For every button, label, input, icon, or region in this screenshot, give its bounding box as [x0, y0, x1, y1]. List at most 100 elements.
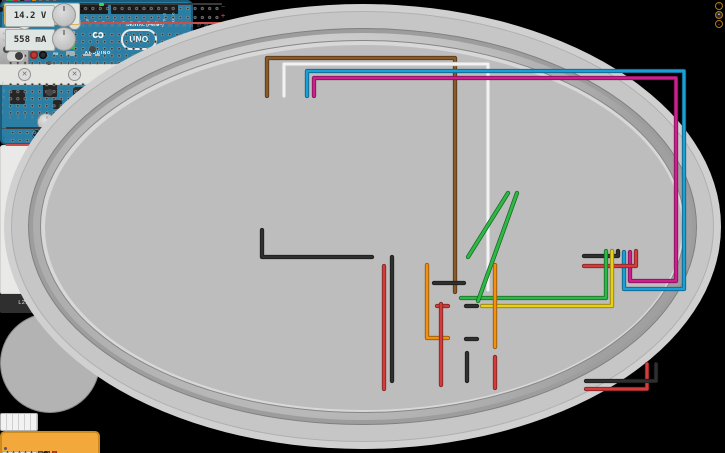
- wire-arduino-gnd-black-outline: [259, 227, 375, 260]
- chip-pin[interactable]: [38, 0, 43, 2]
- bb-col-number: 1: [9, 116, 12, 120]
- wire-orange-supply-1[interactable]: [425, 263, 450, 340]
- rail-minus-sign: −: [1, 126, 6, 133]
- wire-motor-yellow[interactable]: [480, 249, 614, 308]
- wire-motor-black[interactable]: [582, 249, 620, 258]
- mode-select-button[interactable]: •: [715, 11, 723, 19]
- bb-col-number: 13: [95, 24, 100, 28]
- chip-pin[interactable]: [51, 0, 57, 2]
- motor-connector[interactable]: [0, 0, 38, 453]
- wire-motor-green[interactable]: [459, 249, 608, 300]
- bb-row-letter: j: [1, 110, 3, 114]
- connector-pin[interactable]: [26, 451, 31, 453]
- chip-pin[interactable]: [17, 0, 23, 2]
- rail-plus-sign: +: [1, 135, 6, 142]
- rail-minus-sign: −: [2, 4, 6, 11]
- screw-icon: ✕: [18, 68, 31, 81]
- motor-mount-dot: [88, 45, 96, 53]
- rail-plus-sign: +: [221, 13, 226, 20]
- voltage-knob[interactable]: [52, 3, 76, 27]
- wire-motor-red[interactable]: [582, 249, 638, 268]
- bb-row-letter: d: [2, 53, 5, 57]
- wire-psu-negative-black[interactable]: [584, 362, 658, 383]
- bb-row-letter: a: [2, 32, 5, 36]
- wire-arduino-magenta[interactable]: [312, 76, 678, 283]
- rail-positive-top[interactable]: [9, 13, 219, 21]
- hub-screw: [47, 61, 51, 65]
- bb-col-number: 21: [153, 24, 158, 28]
- motor-wire-stub: [25, 0, 30, 1]
- chip-pin[interactable]: [3, 0, 9, 2]
- chip-pin[interactable]: [31, 0, 37, 2]
- toggle-knob: [15, 52, 23, 60]
- connector-pin[interactable]: [20, 451, 25, 453]
- bb-col-number: 22: [160, 24, 165, 28]
- chip-pin[interactable]: [10, 0, 16, 2]
- chip-notch: [0, 7, 3, 12]
- rail-minus-sign: −: [221, 4, 226, 11]
- bb-col-number: 18: [131, 24, 136, 28]
- probe-negative-terminal[interactable]: [43, 451, 48, 453]
- bb-col-number: 14: [102, 24, 107, 28]
- bb-col-number: 12: [88, 24, 93, 28]
- connector-pin[interactable]: [14, 451, 19, 453]
- power-toggle[interactable]: [6, 51, 25, 62]
- wire-arduino-cyan[interactable]: [305, 69, 686, 291]
- rail-line-positive: [6, 21, 222, 24]
- bb-col-number: 26: [189, 24, 194, 28]
- bb-col-number: 23: [167, 24, 172, 28]
- current-knob[interactable]: [52, 27, 76, 51]
- panel-marking: [83, 54, 91, 56]
- bb-col-number: 24: [174, 24, 179, 28]
- power-led: [99, 3, 104, 6]
- wire-arduino-gnd-black[interactable]: [260, 228, 374, 259]
- motor-wire-stub: [31, 0, 36, 1]
- chip-pin[interactable]: [38, 451, 43, 453]
- bb-col-number: 25: [182, 24, 187, 28]
- bb-col-number: 17: [124, 24, 129, 28]
- wire-meter-probe-neg[interactable]: [466, 191, 510, 259]
- rail-negative-top[interactable]: [9, 4, 219, 12]
- bb-row-letter: i: [1, 103, 3, 107]
- positive-terminal[interactable]: [30, 51, 38, 59]
- rail-line-negative: [6, 2, 222, 5]
- chip-pin[interactable]: [24, 0, 30, 2]
- bb-col-number: 6: [45, 116, 48, 120]
- motor-wire-stub: [1, 0, 6, 1]
- bb-col-number: 4: [31, 116, 34, 120]
- bb-row-letter: g: [2, 89, 5, 93]
- connector-pin[interactable]: [2, 451, 7, 453]
- bb-row-letter: h: [2, 96, 5, 100]
- chip-pin1-dot: [4, 447, 7, 450]
- motor-shaft-inner: [45, 45, 682, 410]
- wire-orange-supply-1-outline: [424, 262, 451, 341]
- bb-col-number: 3: [23, 116, 26, 120]
- bb-col-number: 11: [80, 24, 85, 28]
- motor-mount-dot: [45, 88, 53, 96]
- chip-pin[interactable]: [44, 0, 50, 2]
- bb-col-number: 27: [196, 24, 201, 28]
- current-display: 558 mA: [5, 29, 55, 51]
- wire-meter-probe-pos[interactable]: [476, 191, 519, 303]
- bb-col-number: 2: [16, 116, 19, 120]
- bb-col-number: 15: [109, 24, 114, 28]
- motor-wire-stub: [13, 0, 18, 1]
- connector-pin[interactable]: [8, 451, 13, 453]
- probe-positive-terminal[interactable]: [52, 451, 57, 453]
- mode-down-button[interactable]: ⌄: [715, 20, 723, 28]
- motor-wire-stub: [7, 0, 12, 1]
- rail-plus-sign: +: [2, 13, 6, 20]
- wire-arduino-brown[interactable]: [265, 56, 457, 294]
- wire-psu-positive-red[interactable]: [584, 362, 649, 391]
- wire-psu-positive-red-outline: [583, 361, 650, 392]
- panel-marking: [95, 54, 100, 56]
- negative-terminal[interactable]: [39, 51, 47, 59]
- wire-arduino-white[interactable]: [282, 62, 490, 292]
- bb-row-letter: e: [2, 60, 5, 64]
- mode-up-button[interactable]: ⌃: [715, 2, 723, 10]
- screw-icon: ✕: [68, 68, 81, 81]
- connector-pin[interactable]: [32, 451, 37, 453]
